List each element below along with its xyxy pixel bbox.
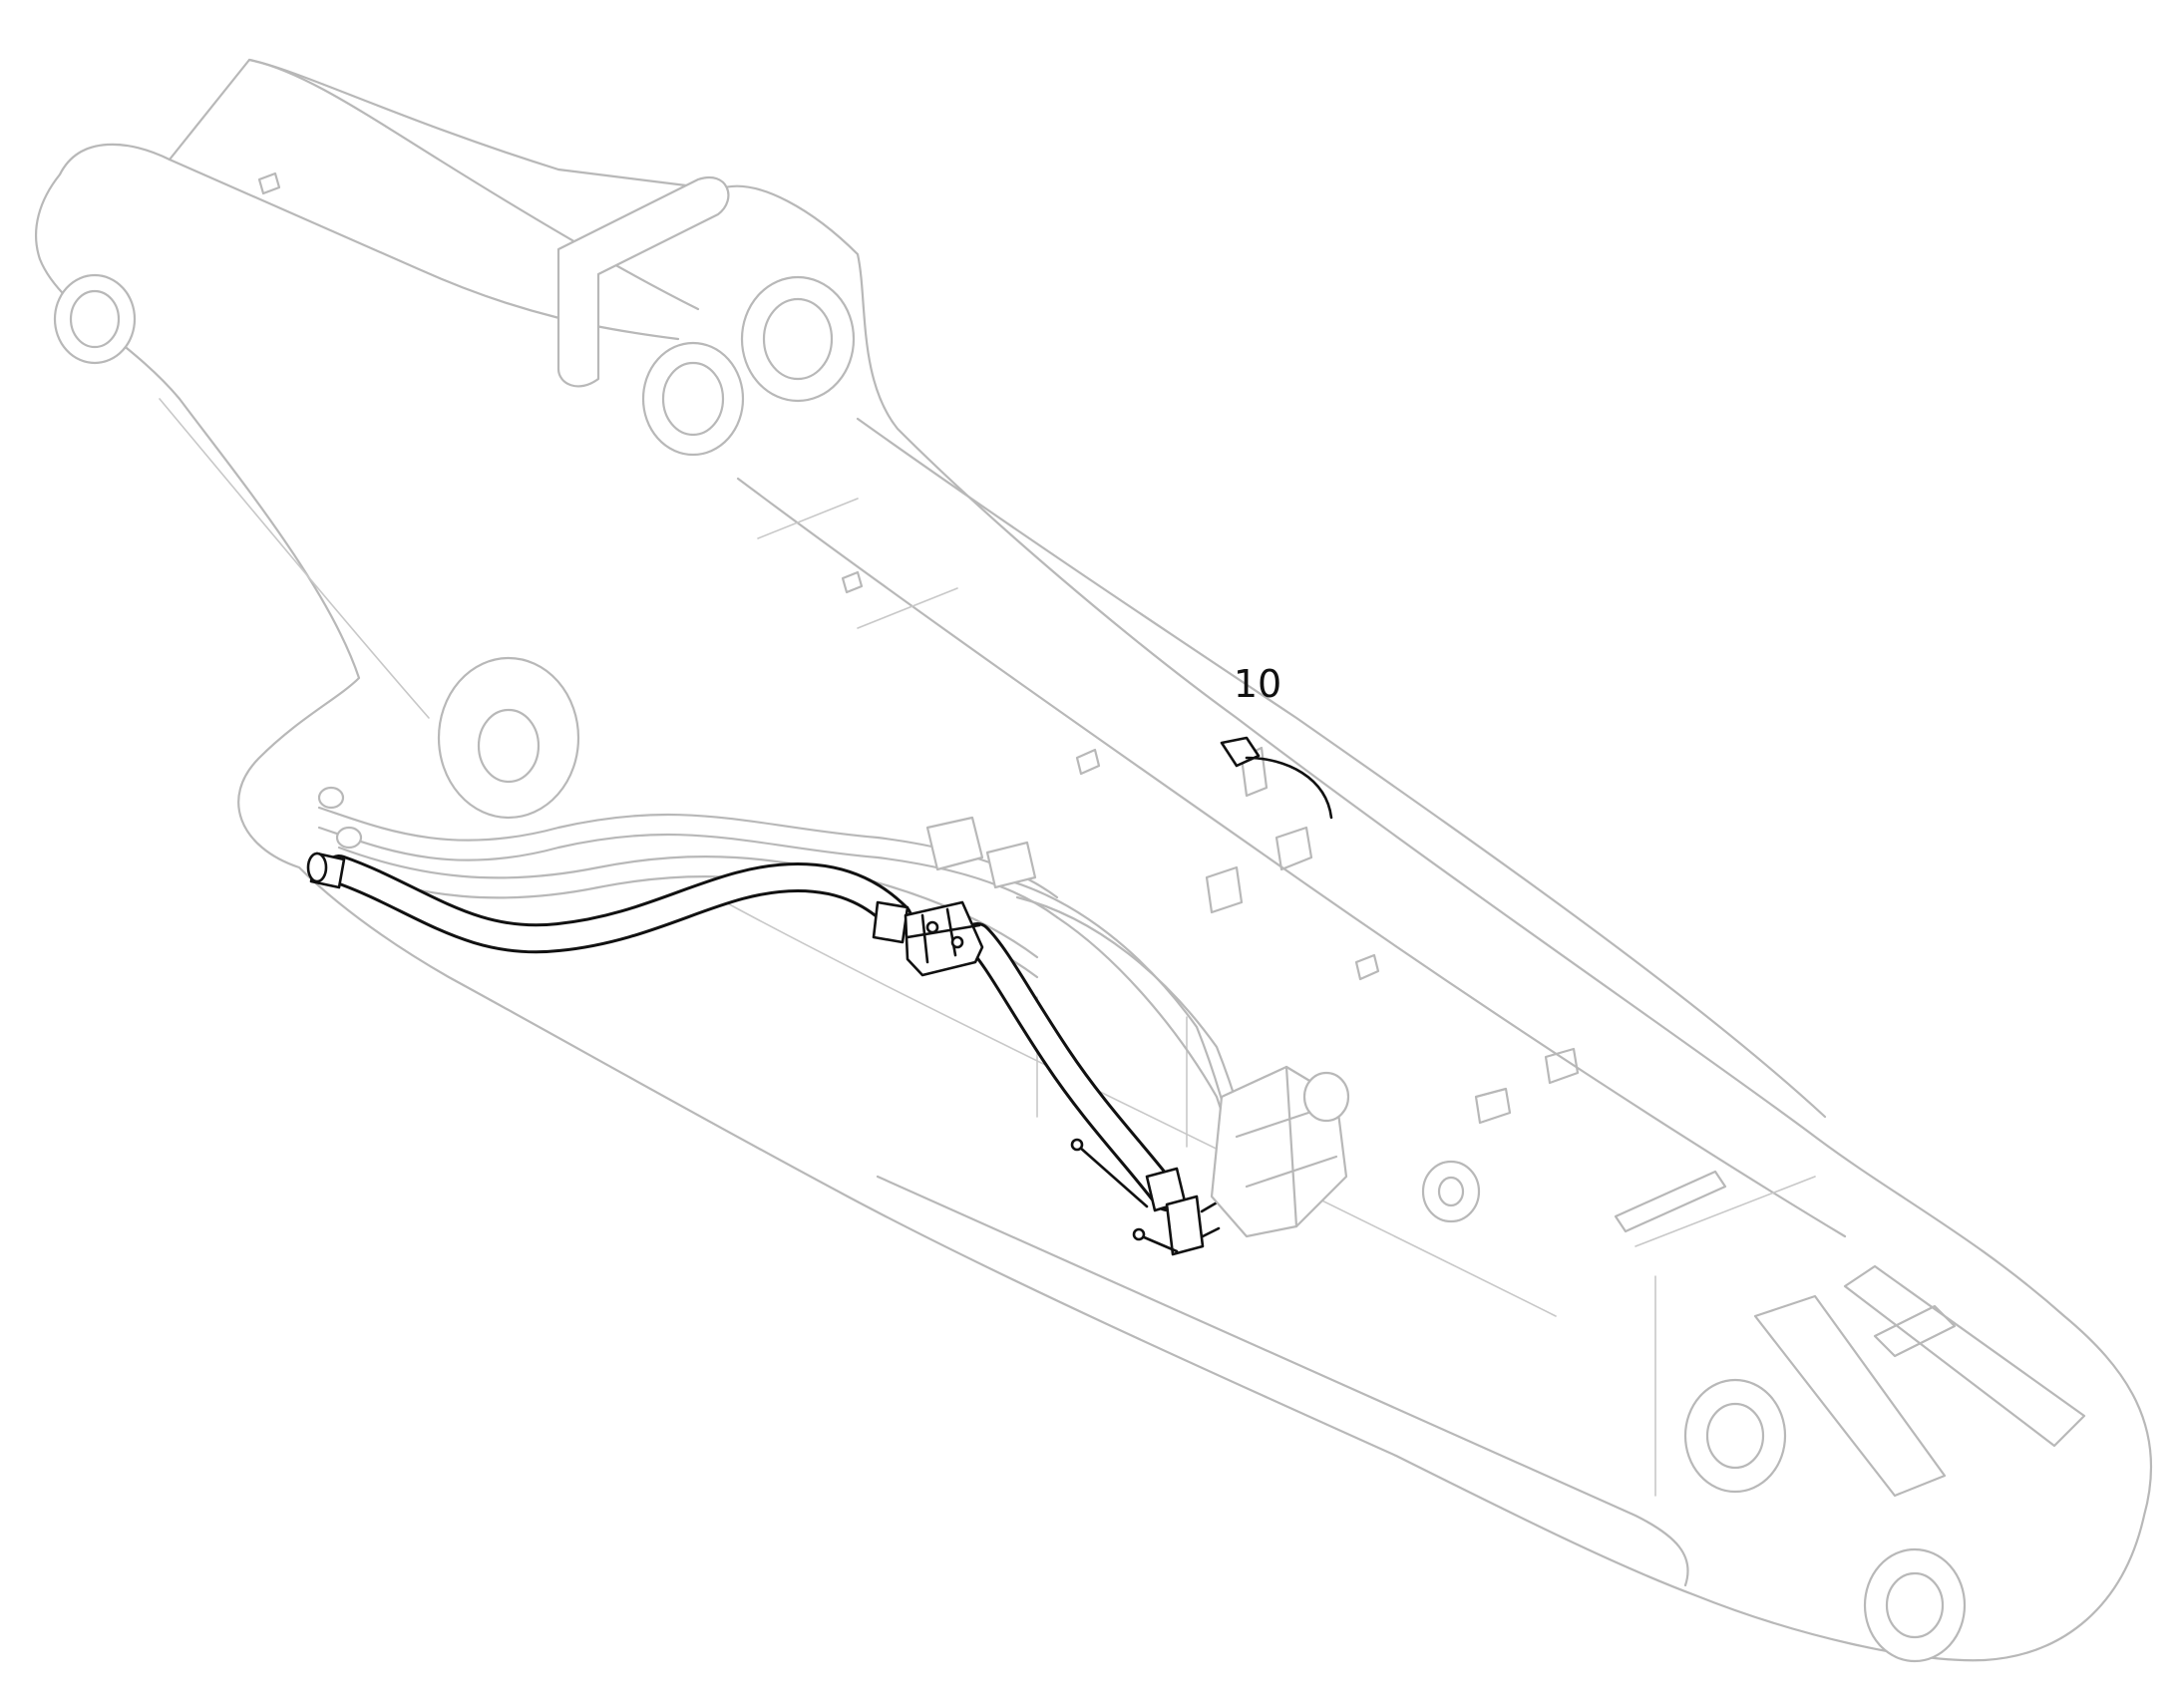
reference-pipe-3 xyxy=(1055,915,1239,1159)
handle-knob xyxy=(1070,1138,1084,1152)
tip-plate xyxy=(1873,1304,1957,1358)
reference-hose-upper-b xyxy=(317,826,1059,919)
flange-bolt-2 xyxy=(950,935,964,949)
side-boss-bore xyxy=(1437,1176,1465,1207)
pipe-line-core xyxy=(965,925,1179,1208)
cylinder-pin-boss xyxy=(740,275,856,403)
boom-deck-left xyxy=(736,477,1847,1238)
cylinder-pin-bore-2 xyxy=(661,361,725,437)
flat-plate xyxy=(1614,1170,1727,1233)
tip-pin-boss-upper xyxy=(1683,1378,1787,1494)
callout-10-hose-arc xyxy=(1245,756,1333,820)
boom-top-edge xyxy=(247,58,700,311)
cylinder-bracket xyxy=(556,176,730,388)
tip-pin-bore-upper xyxy=(1705,1402,1765,1470)
flange-clamp xyxy=(904,900,984,977)
callout-label-10: 10 xyxy=(1233,662,1282,706)
foot-pin-boss xyxy=(53,273,137,365)
mid-pin-bore xyxy=(477,708,541,784)
cylinder-pin-boss-2 xyxy=(641,341,745,457)
pad-1 xyxy=(1274,826,1313,871)
bulkhead-2 xyxy=(857,587,958,629)
pad-3 xyxy=(1474,1087,1512,1125)
reference-hose-end-2 xyxy=(335,826,363,850)
valve-stub xyxy=(1200,1199,1221,1238)
union-body xyxy=(1165,1195,1205,1256)
boom-deck-right xyxy=(856,417,1827,1119)
pad-7 xyxy=(257,171,281,195)
callout-10-indicator xyxy=(1220,736,1333,820)
pad-8 xyxy=(1354,953,1380,981)
bulkhead-1 xyxy=(757,498,859,539)
valve-block xyxy=(1210,1065,1350,1238)
tip-link-1 xyxy=(1753,1294,1947,1498)
hose-swivel-fitting xyxy=(872,900,909,944)
reference-clamp-2 xyxy=(985,841,1037,889)
pad-5 xyxy=(1075,748,1101,776)
reference-hose-end-1 xyxy=(317,786,345,810)
mid-pin-boss xyxy=(437,656,580,820)
reference-clamp xyxy=(925,816,984,871)
pad-4 xyxy=(1544,1047,1580,1085)
hose-end-nut xyxy=(306,852,328,883)
side-boss xyxy=(1421,1160,1481,1223)
boom-structure xyxy=(35,58,2153,1663)
lower-handle-knob xyxy=(1132,1227,1146,1241)
valve-port xyxy=(1302,1071,1350,1123)
handle-rod xyxy=(1077,1145,1149,1208)
boom-lower-line xyxy=(159,398,430,719)
tip-pin-boss-lower xyxy=(1863,1547,1967,1663)
tip-pin-bore-lower xyxy=(1885,1571,1945,1639)
hose-line-core xyxy=(327,857,909,951)
boom-top-flange xyxy=(168,158,680,341)
bulkhead-6 xyxy=(1635,1176,1816,1247)
cylinder-pin-bore xyxy=(762,297,834,381)
pad-6 xyxy=(841,570,864,594)
tip-link-2 xyxy=(1843,1264,2086,1448)
flange-bolt-1 xyxy=(925,920,939,934)
boom-side-edge xyxy=(876,1175,1689,1587)
pad-2 xyxy=(1205,865,1244,914)
foot-pin-bore xyxy=(69,289,121,349)
lower-handle-rod xyxy=(1140,1234,1179,1253)
highlighted-hose-assembly xyxy=(306,852,1221,1256)
